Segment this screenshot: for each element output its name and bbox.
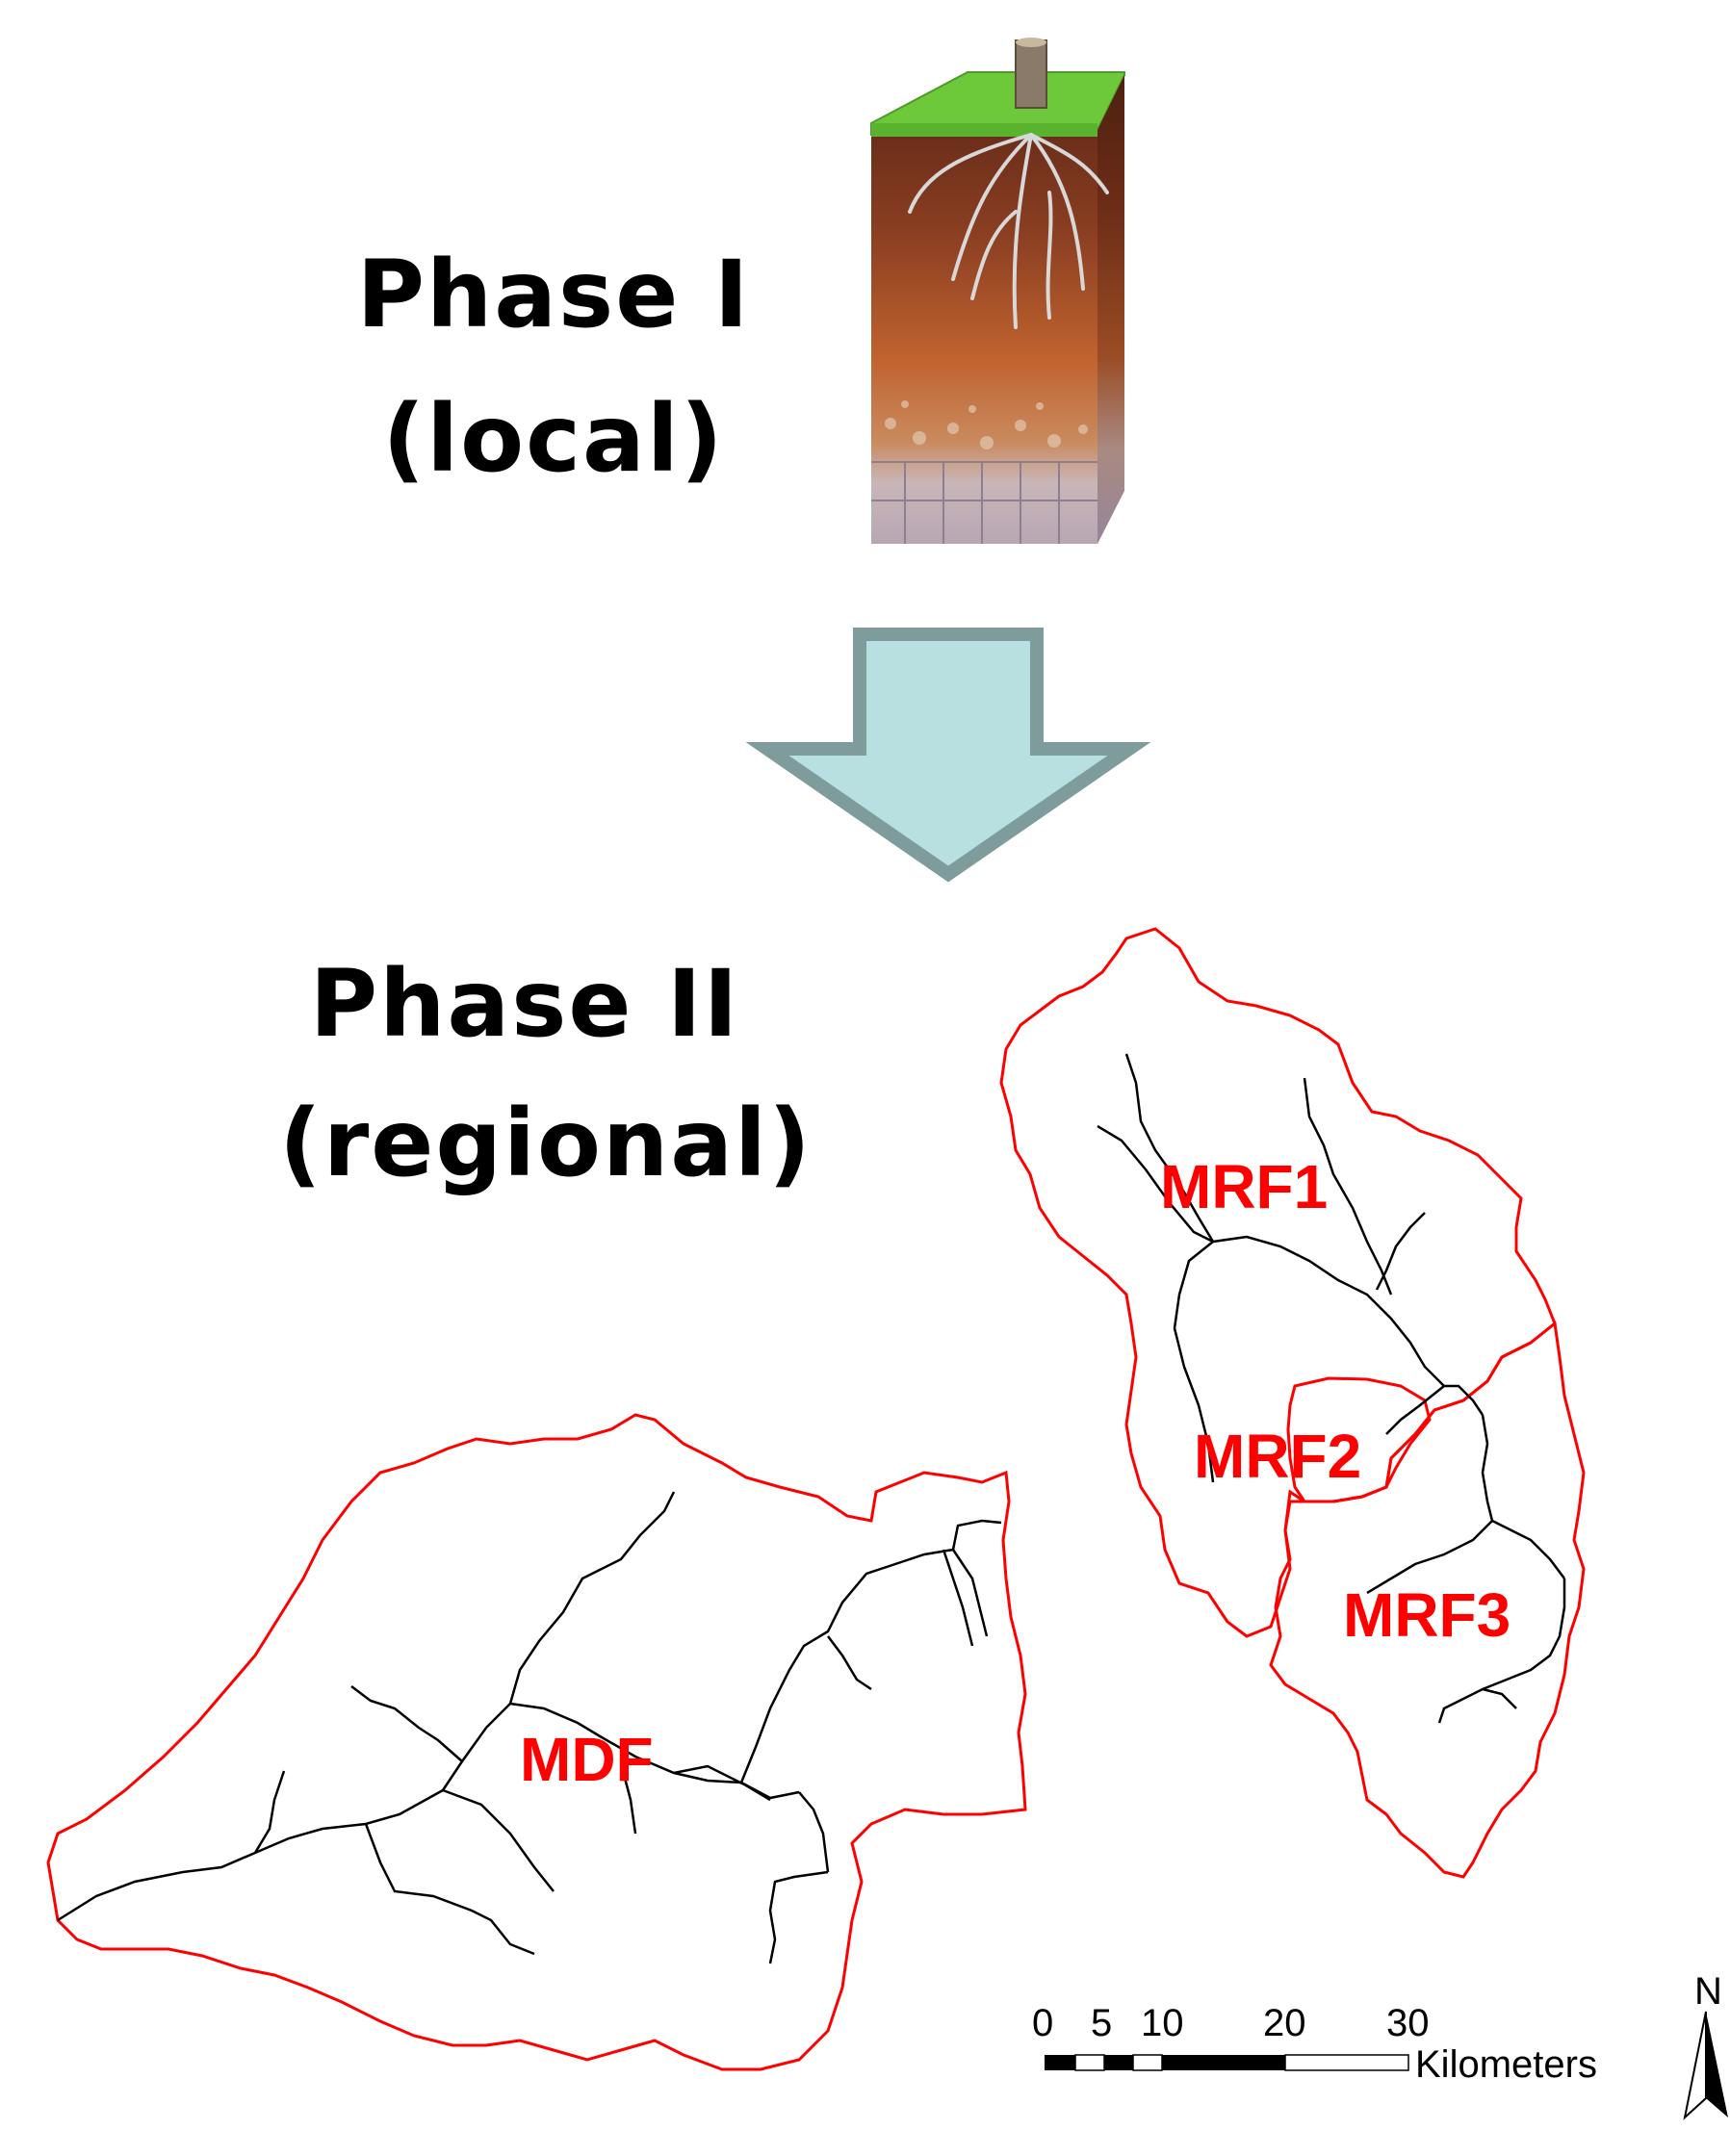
mdf-streams — [57, 1491, 1002, 1964]
phase1-title: Phase I — [356, 241, 751, 348]
mdf-boundary — [46, 1413, 1027, 2071]
north-label: N — [1694, 1970, 1722, 2013]
soil-profile-image — [870, 38, 1125, 544]
scale-tick-20: 20 — [1263, 2002, 1306, 2044]
mrf-streams — [1097, 1053, 1566, 1724]
scale-tick-5: 5 — [1091, 2002, 1112, 2044]
mrf1-boundary — [999, 927, 1557, 1638]
scale-unit: Kilometers — [1415, 2043, 1597, 2086]
scale-bar: 0 5 10 20 30 Kilometers — [1032, 2002, 1597, 2086]
scale-tick-0: 0 — [1032, 2002, 1053, 2044]
watershed-mrf: MRF1 MRF2 MRF3 — [999, 927, 1586, 1879]
label-mrf3: MRF3 — [1343, 1580, 1511, 1650]
down-arrow — [745, 628, 1151, 883]
label-mdf: MDF — [520, 1725, 654, 1794]
north-arrow-icon: N — [1683, 1970, 1728, 2120]
label-mrf2: MRF2 — [1194, 1422, 1361, 1491]
phase2-title: Phase II — [309, 950, 740, 1058]
phase2-subtitle: (regional) — [279, 1090, 813, 1197]
mrf3-boundary — [1269, 1321, 1586, 1879]
scale-tick-10: 10 — [1141, 2002, 1184, 2044]
scale-tick-30: 30 — [1386, 2002, 1430, 2044]
watershed-mdf: MDF — [46, 1413, 1027, 2071]
label-mrf1: MRF1 — [1160, 1152, 1328, 1221]
phase1-subtitle: (local) — [382, 385, 725, 493]
